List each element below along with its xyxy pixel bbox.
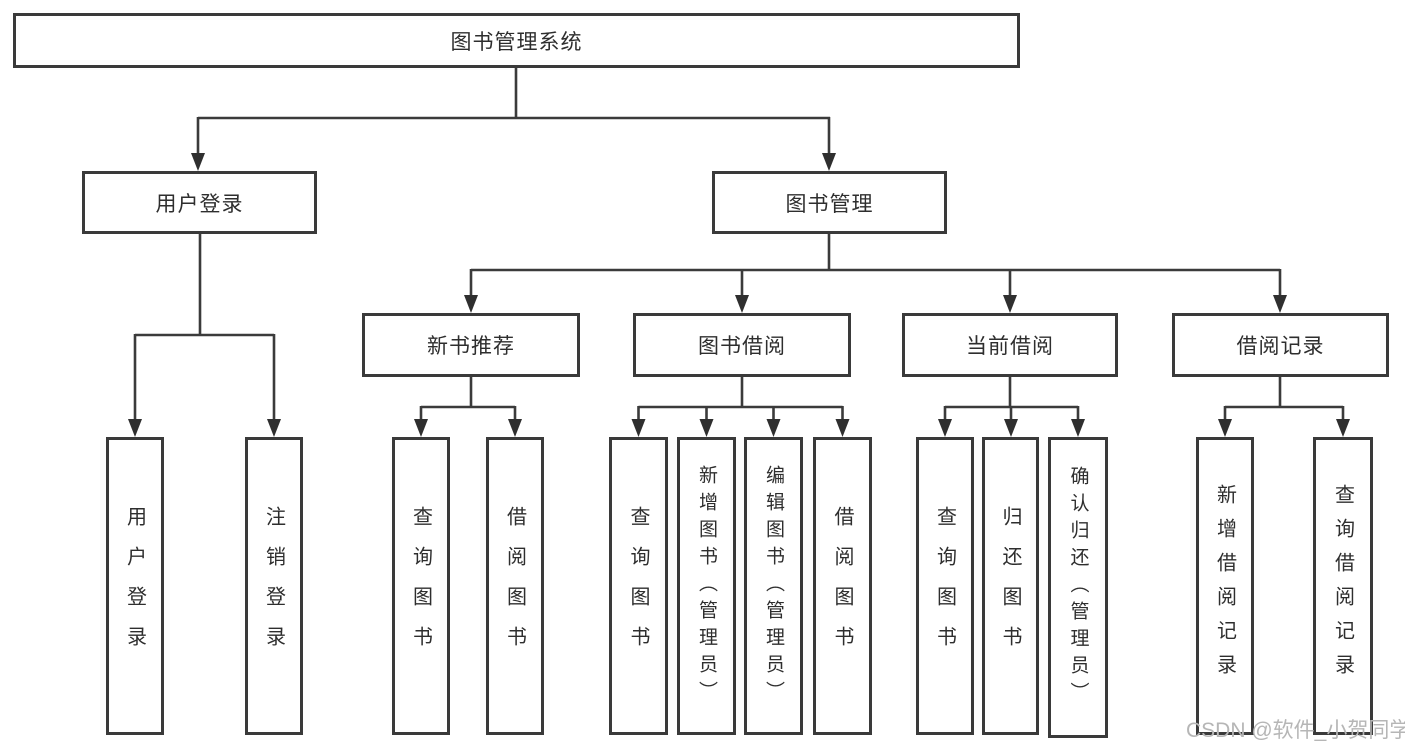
node-user-login-label: 用户登录 — [155, 192, 244, 216]
leaf-query-borrow-record-label: 查询借阅记录 — [1331, 484, 1354, 688]
leaf-borrow-borrow-books: 借阅图书 — [813, 437, 872, 735]
leaf-add-books-admin-label: 新增图书（管理员） — [696, 464, 717, 708]
leaf-edit-books-admin-label: 编辑图书（管理员） — [763, 464, 784, 708]
node-borrow-records: 借阅记录 — [1172, 313, 1389, 377]
leaf-return-books-label: 归还图书 — [999, 506, 1021, 666]
leaf-logout-label: 注销登录 — [262, 506, 285, 666]
leaf-return-books: 归还图书 — [982, 437, 1039, 735]
leaf-user-login-label: 用户登录 — [123, 506, 146, 666]
node-new-book-recommend-label: 新书推荐 — [427, 335, 515, 358]
node-current-borrow-label: 当前借阅 — [966, 335, 1054, 358]
node-current-borrow: 当前借阅 — [902, 313, 1118, 377]
leaf-user-login: 用户登录 — [106, 437, 164, 735]
leaf-current-query-books: 查询图书 — [916, 437, 974, 735]
leaf-newbooks-borrow-books-label: 借阅图书 — [503, 506, 526, 666]
leaf-edit-books-admin: 编辑图书（管理员） — [744, 437, 803, 735]
node-book-management: 图书管理 — [712, 171, 947, 234]
node-new-book-recommend: 新书推荐 — [362, 313, 580, 377]
arrowheads — [128, 153, 1350, 437]
node-root-label: 图书管理系统 — [450, 30, 583, 54]
leaf-newbooks-borrow-books: 借阅图书 — [486, 437, 544, 735]
leaf-current-query-books-label: 查询图书 — [933, 506, 956, 666]
node-user-login: 用户登录 — [82, 171, 317, 234]
leaf-logout: 注销登录 — [245, 437, 303, 735]
leaf-query-borrow-record: 查询借阅记录 — [1313, 437, 1373, 735]
leaf-newbooks-query-books-label: 查询图书 — [409, 506, 432, 666]
leaf-newbooks-query-books: 查询图书 — [392, 437, 450, 735]
node-book-borrow-label: 图书借阅 — [698, 335, 786, 358]
leaf-borrow-borrow-books-label: 借阅图书 — [831, 506, 853, 666]
leaf-add-books-admin: 新增图书（管理员） — [677, 437, 736, 735]
leaf-add-borrow-record: 新增借阅记录 — [1196, 437, 1254, 735]
node-book-management-label: 图书管理 — [785, 192, 874, 216]
leaf-borrow-query-books: 查询图书 — [609, 437, 668, 735]
node-borrow-records-label: 借阅记录 — [1236, 335, 1325, 358]
node-book-borrow: 图书借阅 — [633, 313, 851, 377]
node-root: 图书管理系统 — [13, 13, 1020, 68]
leaf-borrow-query-books-label: 查询图书 — [627, 506, 649, 666]
leaf-confirm-return-admin-label: 确认归还（管理员） — [1067, 466, 1089, 709]
csdn-watermark: CSDN @软件_小贺同学 — [1186, 719, 1405, 742]
leaf-add-borrow-record-label: 新增借阅记录 — [1213, 484, 1236, 688]
leaf-confirm-return-admin: 确认归还（管理员） — [1048, 437, 1108, 738]
